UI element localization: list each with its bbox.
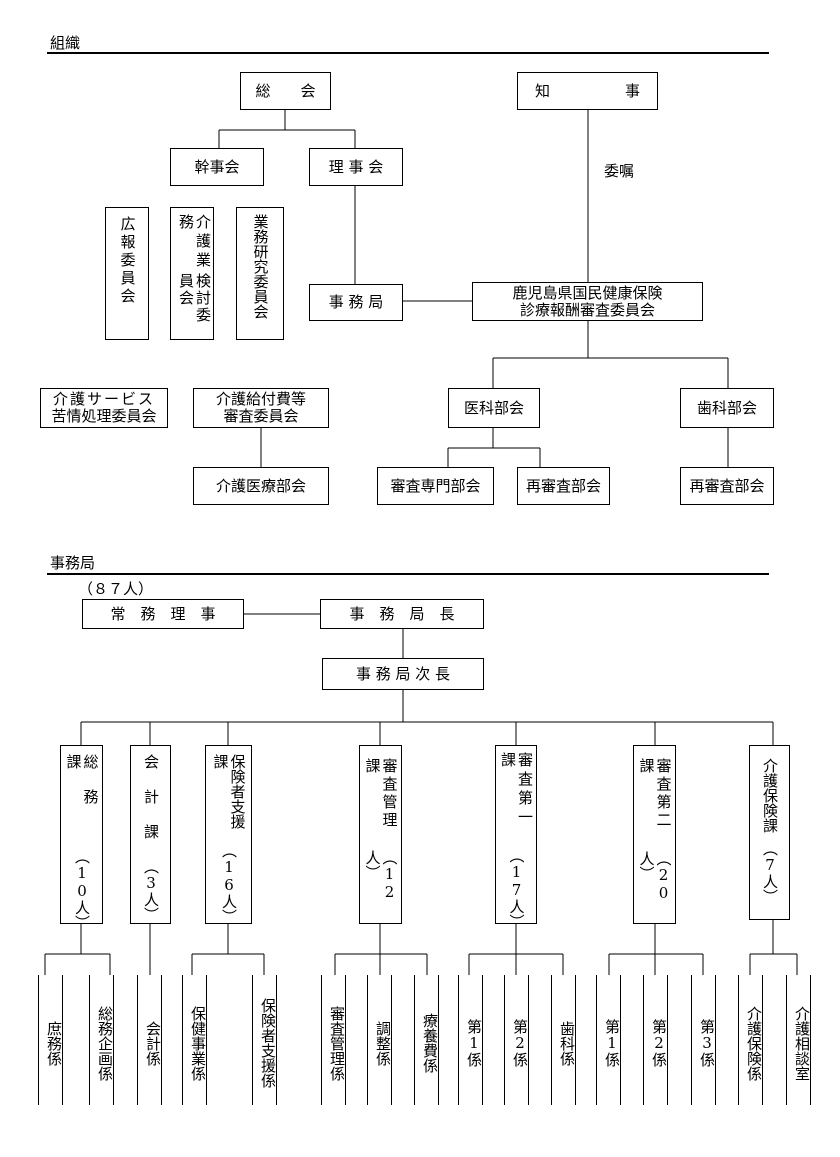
- department-count: （10人）: [73, 849, 91, 931]
- department-name: 審査第一課: [499, 752, 534, 828]
- section-title-secretariat: 事務局: [50, 554, 96, 572]
- deputy-secretary-general-box: 事 務 局 次 長: [322, 658, 484, 690]
- department-count: （16人）: [220, 842, 238, 924]
- board-box: 理 事 会: [309, 148, 403, 186]
- business-research-committee-box: 業務研究委員会: [236, 207, 284, 340]
- department-name: 審査第二課: [637, 758, 673, 830]
- unit-review2-first: 第1係: [596, 975, 621, 1105]
- re-review-section-dental-box: 再審査部会: [680, 467, 774, 505]
- review-committee-line1: 鹿児島県国民健康保険: [512, 283, 663, 302]
- care-medical-section-box: 介護医療部会: [193, 467, 329, 505]
- care-benefit-committee-line1: 介護給付費等: [215, 390, 306, 408]
- unit-review1-first: 第1係: [458, 975, 483, 1105]
- department-review-second: 審査第二課 （20人）: [633, 745, 676, 924]
- care-work-committee-line2: 検討委員会: [177, 273, 212, 324]
- unit-review2-third: 第3係: [691, 975, 716, 1105]
- unit-review1-dental: 歯科係: [551, 975, 576, 1105]
- department-care-insurance: 介護保険課 （7人）: [749, 745, 790, 920]
- care-benefit-committee-line2: 審査委員会: [223, 407, 299, 425]
- headcount-label: （８７人）: [78, 580, 154, 598]
- pr-committee-box: 広報委員会: [105, 207, 149, 340]
- executive-committee-box: 幹事会: [170, 148, 264, 186]
- department-name: 会計課: [142, 754, 160, 859]
- medical-section-box: 医科部会: [448, 388, 540, 428]
- unit-treatment-costs: 療養費係: [414, 975, 439, 1105]
- care-service-committee-line1: 介護サービス: [52, 390, 155, 408]
- unit-care-consultation: 介護相談室: [786, 975, 811, 1105]
- care-work-committee-box: 介護業務 検討委員会: [170, 207, 214, 340]
- department-accounting: 会計課（3人）: [130, 745, 171, 924]
- managing-director-box: 常 務 理 事: [82, 599, 244, 629]
- department-count: （12人）: [363, 849, 399, 901]
- review-committee-box: 鹿児島県国民健康保険 診療報酬審査委員会: [472, 282, 703, 321]
- unit-review1-second: 第2係: [504, 975, 529, 1105]
- department-count: （20人）: [637, 850, 673, 902]
- unit-accounting: 会計係: [137, 975, 162, 1105]
- governor-box: 知 事: [517, 72, 658, 110]
- entrustment-label: 委嘱: [604, 162, 635, 180]
- department-general-affairs: 総務課 （10人）: [60, 745, 103, 931]
- review-committee-line2: 診療報酬審査委員会: [519, 300, 655, 319]
- review-special-section-box: 審査専門部会: [377, 467, 494, 505]
- re-review-section-medical-box: 再審査部会: [517, 467, 610, 505]
- department-count: （3人）: [142, 859, 160, 922]
- unit-insurer-support: 保険者支援係: [252, 975, 277, 1105]
- department-name: 保険者支援課: [211, 754, 247, 829]
- department-insurer-support: 保険者支援課 （16人）: [205, 745, 252, 924]
- secretariat-box: 事 務 局: [309, 284, 403, 321]
- dental-section-box: 歯科部会: [680, 388, 774, 428]
- unit-review-management: 審査管理係: [321, 975, 346, 1105]
- section-rule: [47, 573, 769, 575]
- care-service-committee-box: 介護サービス 苦情処理委員会: [40, 388, 168, 428]
- care-service-committee-line2: 苦情処理委員会: [51, 407, 157, 425]
- section-title-organization: 組織: [50, 34, 81, 52]
- department-count: （17人）: [507, 847, 526, 929]
- department-count: （7人）: [761, 841, 779, 904]
- section-rule: [47, 52, 769, 54]
- general-assembly-box: 総 会: [240, 72, 331, 110]
- department-name: 介護保険課: [761, 758, 779, 833]
- department-review-management: 審査管理課 （12人）: [359, 745, 402, 924]
- department-review-first: 審査第一課 （17人）: [495, 745, 537, 929]
- department-name: 審査管理課: [363, 758, 399, 830]
- unit-coordination: 調整係: [367, 975, 392, 1105]
- care-benefit-committee-box: 介護給付費等 審査委員会: [193, 388, 329, 428]
- unit-health-services: 保健事業係: [182, 975, 207, 1105]
- department-name: 総務課: [64, 754, 100, 824]
- unit-review2-second: 第2係: [643, 975, 668, 1105]
- care-work-committee-line1: 介護業務: [177, 214, 212, 271]
- unit-general-affairs: 庶務係: [38, 975, 63, 1105]
- unit-planning: 総務企画係: [89, 975, 114, 1105]
- unit-care-insurance: 介護保険係: [738, 975, 763, 1105]
- secretary-general-box: 事 務 局 長: [320, 599, 484, 629]
